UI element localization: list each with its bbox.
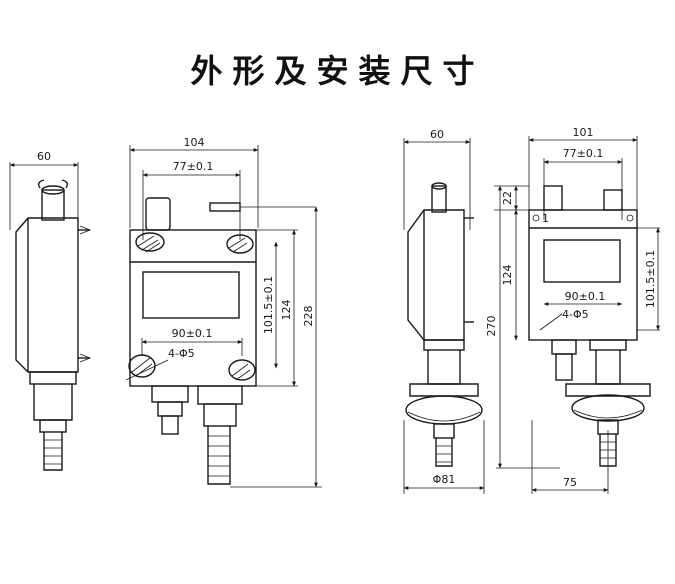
right-side-view: 60 Φ81 [403, 128, 485, 494]
right-hole-spacing-top-label: 77±0.1 [563, 147, 604, 160]
right-hole-spacing-bottom-label: 90±0.1 [565, 290, 606, 303]
left-body-height-label: 124 [280, 300, 293, 321]
right-mark-1-label: 1 [542, 212, 549, 225]
right-top-offset-label: 22 [501, 191, 514, 205]
right-inner-height-label: 101.5±0.1 [644, 250, 657, 308]
right-flange-diameter-label: Φ81 [433, 473, 456, 486]
left-front-view: 104 77±0.1 90±0.1 4-Φ5 101.5±0.1 [125, 136, 322, 488]
left-front-width-label: 104 [184, 136, 205, 149]
left-inner-height-label: 101.5±0.1 [262, 276, 275, 334]
page-title: 外形及安装尺寸 [190, 52, 485, 90]
left-hole-spacing-bottom-label: 90±0.1 [172, 327, 213, 340]
left-side-width-label: 60 [37, 150, 51, 163]
left-total-height-label: 228 [302, 306, 315, 327]
left-side-view: 60 [9, 150, 92, 471]
right-total-height-label: 270 [485, 316, 498, 337]
left-hole-spacing-top-label: 77±0.1 [173, 160, 214, 173]
right-side-width-label: 60 [430, 128, 444, 141]
right-front-view: 101 77±0.1 1 90±0.1 4-Φ5 22 124 270 10 [485, 126, 660, 494]
right-holes-label: 4-Φ5 [562, 308, 589, 321]
right-body-height-label: 124 [501, 265, 514, 286]
right-base-width-label: 75 [563, 476, 577, 489]
right-front-width-label: 101 [573, 126, 594, 139]
left-holes-label: 4-Φ5 [168, 347, 195, 360]
